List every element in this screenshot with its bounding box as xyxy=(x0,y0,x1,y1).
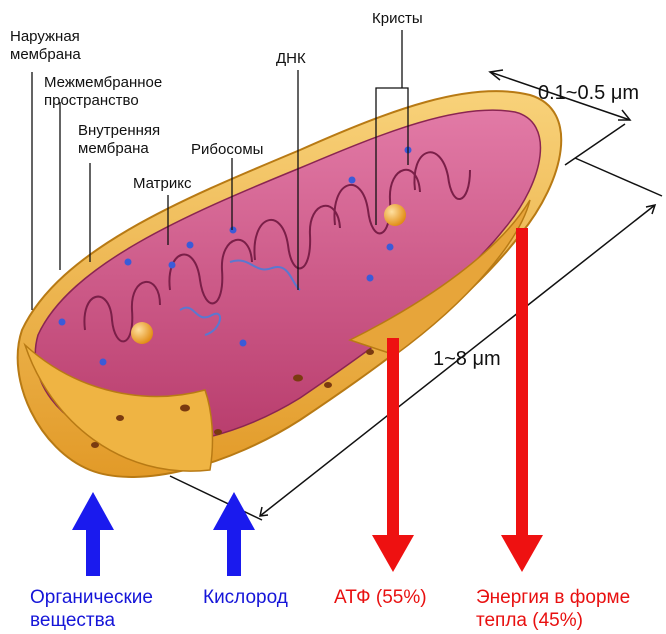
oxygen-arrow xyxy=(213,492,255,576)
label-cristae: Кристы xyxy=(372,10,423,28)
width-dimension-label: 0.1~0.5 μm xyxy=(538,82,639,105)
label-outer-membrane: Наружная мембрана xyxy=(10,28,81,64)
heat-arrow xyxy=(501,228,543,572)
output-atp-label: АТФ (55%) xyxy=(334,586,427,609)
label-intermembrane-space: Межмембранное пространство xyxy=(44,74,162,110)
organic-arrow xyxy=(72,492,114,576)
atp-arrow xyxy=(372,338,414,572)
input-organic-label: Органические вещества xyxy=(30,586,153,632)
length-dimension-label: 1~8 μm xyxy=(433,348,501,371)
output-heat-label: Энергия в форме тепла (45%) xyxy=(476,586,630,632)
label-inner-membrane: Внутренняя мембрана xyxy=(78,122,160,158)
label-matrix: Матрикс xyxy=(133,175,192,193)
input-oxygen-label: Кислород xyxy=(203,586,288,609)
label-dna: ДНК xyxy=(276,50,306,68)
label-ribosomes: Рибосомы xyxy=(191,141,263,159)
